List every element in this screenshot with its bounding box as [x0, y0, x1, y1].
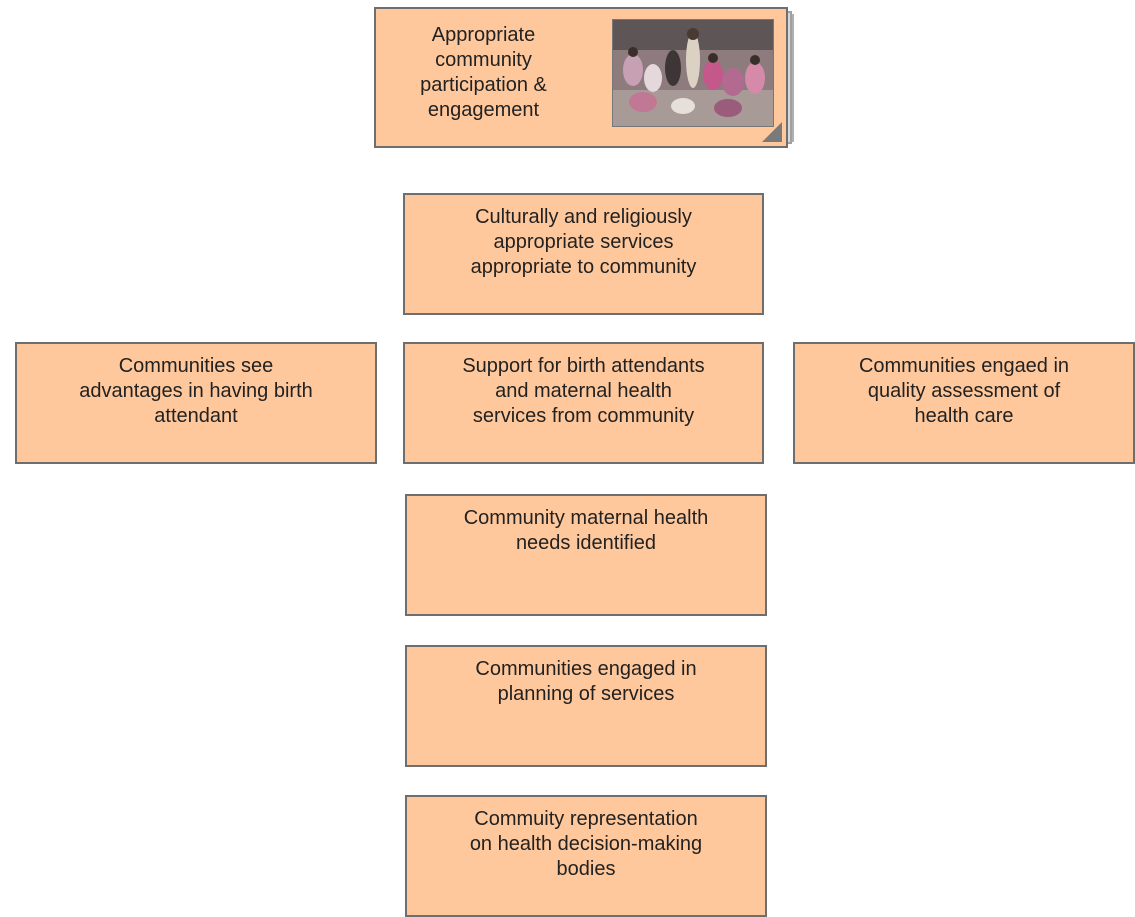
node-planning-services[interactable]: Communities engaged in planning of servi…	[405, 645, 767, 767]
node-label: Culturally and religiously appropriate s…	[470, 206, 697, 278]
node-support-birth-attendants[interactable]: Support for birth attendants and materna…	[403, 342, 764, 464]
root-node-label: Appropriate community participation & en…	[420, 24, 547, 121]
node-advantages-birth-attendant[interactable]: Communities see advantages in having bir…	[15, 342, 377, 464]
community-photo	[612, 19, 774, 127]
node-label: Commuity representation on health decisi…	[469, 808, 703, 880]
node-quality-assessment[interactable]: Communities engaed in quality assessment…	[793, 342, 1135, 464]
node-label: Community maternal health needs identifi…	[463, 507, 709, 554]
node-needs-identified[interactable]: Community maternal health needs identifi…	[405, 494, 767, 616]
node-label: Communities see advantages in having bir…	[79, 355, 313, 427]
node-culturally-appropriate[interactable]: Culturally and religiously appropriate s…	[403, 193, 764, 315]
fold-corner-icon	[762, 122, 782, 142]
root-node-community-participation[interactable]: Appropriate community participation & en…	[374, 7, 788, 148]
node-label: Communities engaed in quality assessment…	[858, 355, 1070, 427]
node-label: Communities engaged in planning of servi…	[475, 658, 697, 705]
node-label: Support for birth attendants and materna…	[462, 355, 705, 427]
node-representation[interactable]: Commuity representation on health decisi…	[405, 795, 767, 917]
